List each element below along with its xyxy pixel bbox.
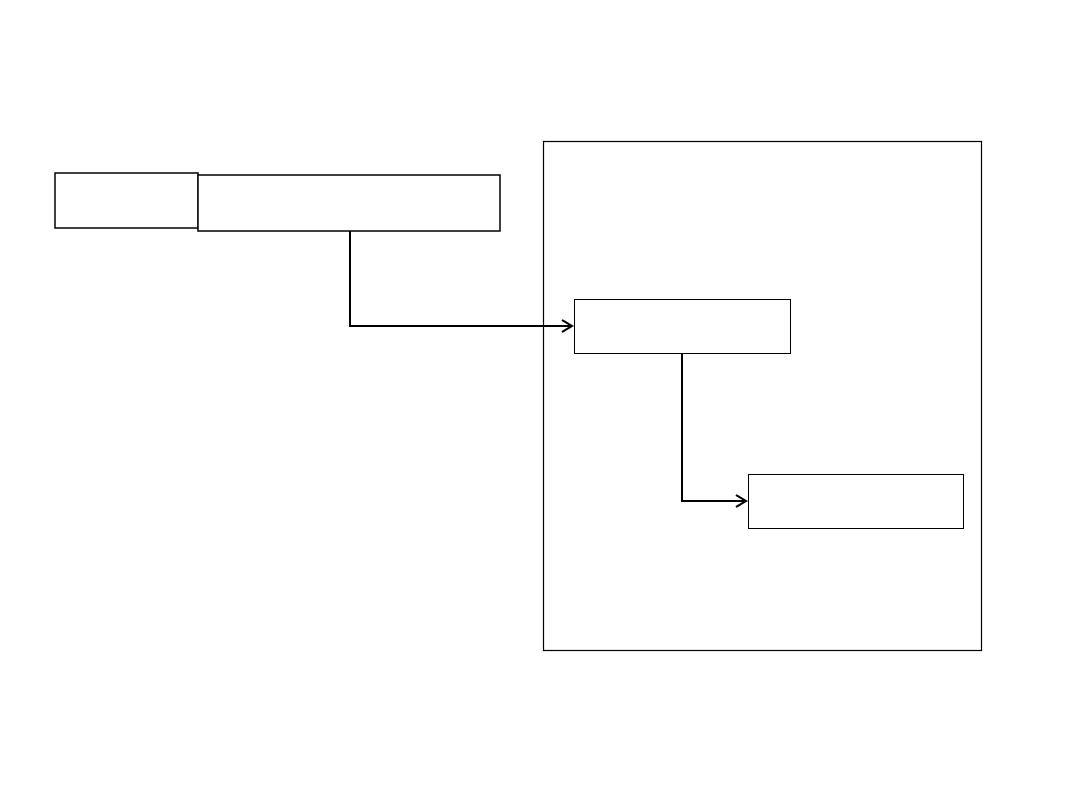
left-small-box	[54, 172, 199, 229]
container-box	[542, 140, 983, 652]
connector-inner-top-to-inner-bottom	[681, 353, 744, 502]
left-wide-box	[197, 174, 501, 232]
arrowhead-inner-top-icon	[561, 319, 574, 333]
inner-top-box	[574, 299, 791, 354]
connector-wide-to-inner-top	[349, 231, 570, 327]
arrowhead-inner-bottom-icon	[735, 494, 748, 508]
inner-bottom-box	[748, 474, 964, 529]
